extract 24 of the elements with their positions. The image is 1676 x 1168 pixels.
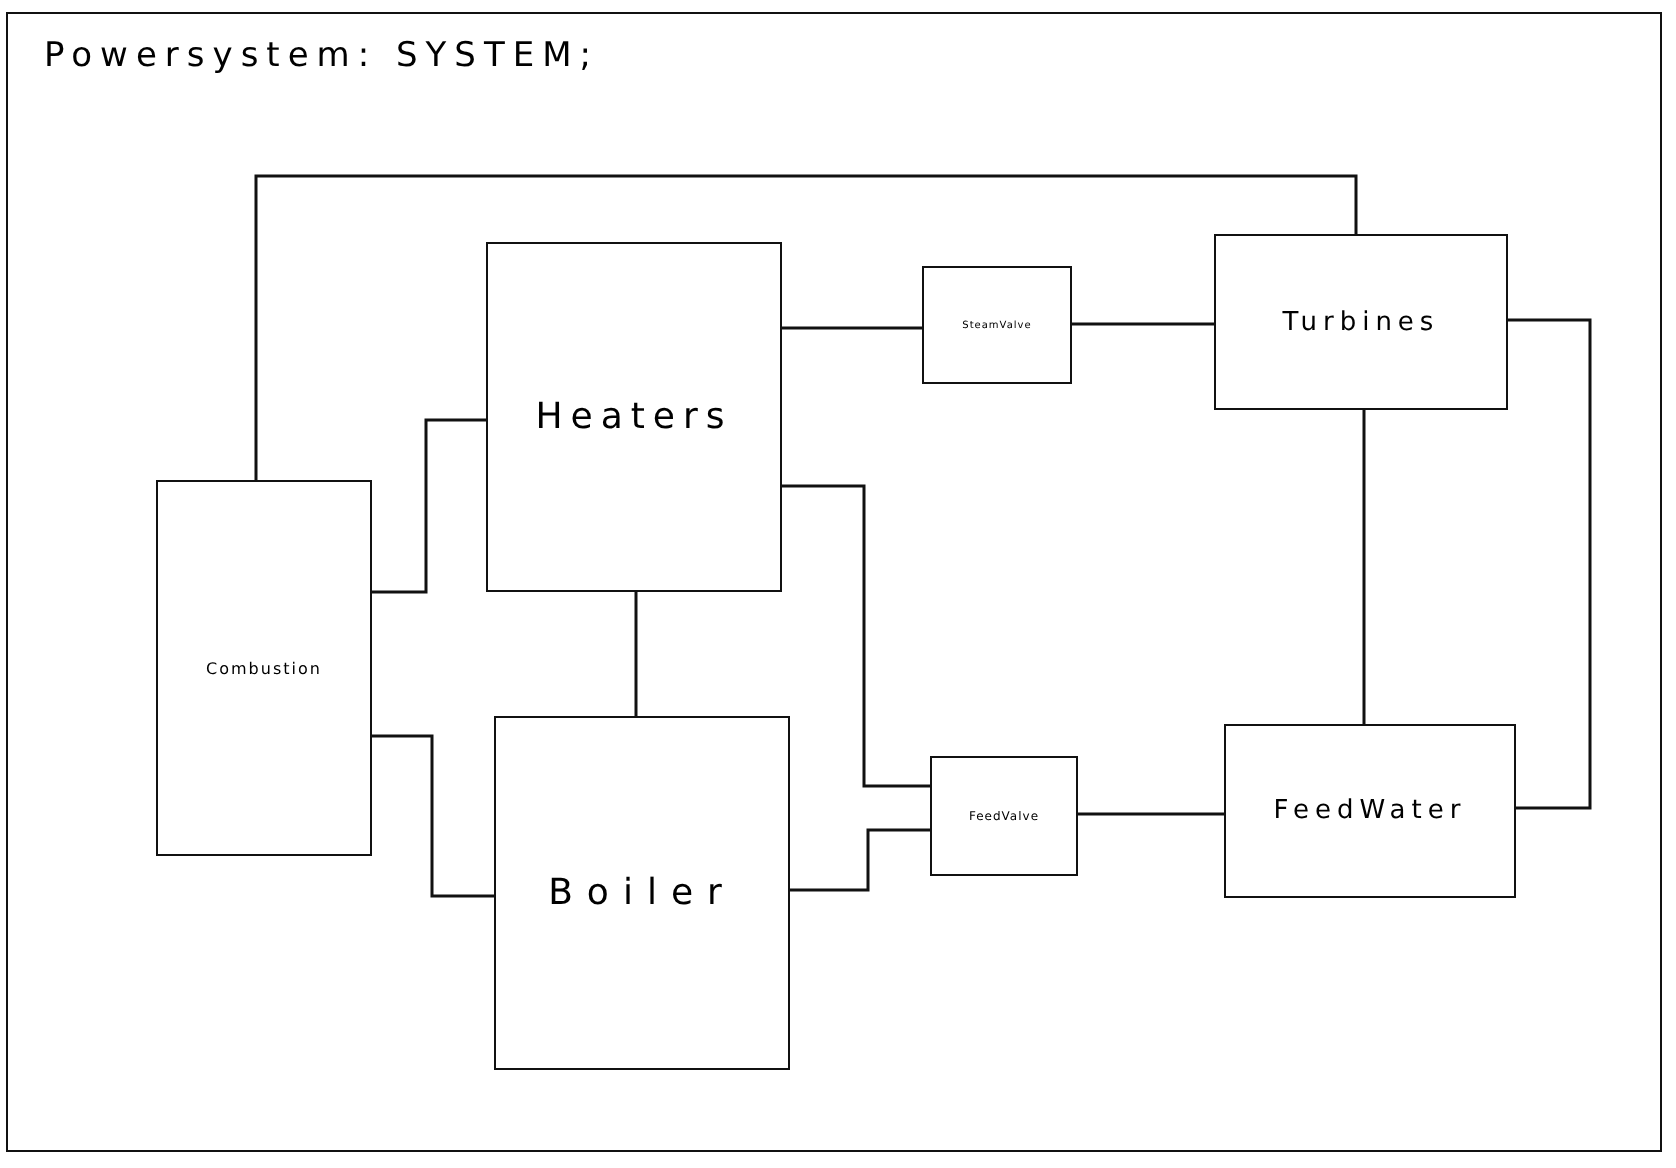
block-label: Combustion (206, 659, 322, 677)
block-box (494, 716, 790, 1070)
connector-line (254, 174, 1358, 480)
connector-line (1508, 318, 1592, 810)
block-label: FeedWater (1273, 796, 1467, 826)
block-box (1214, 234, 1508, 410)
connector-line (790, 828, 930, 892)
connector-line (372, 418, 486, 594)
connector-line (372, 734, 494, 898)
diagram-title: Powersystem: SYSTEM; (44, 36, 599, 76)
block-label: Heaters (535, 396, 733, 438)
connector-line (634, 592, 638, 716)
block-box (486, 242, 782, 592)
block-box (930, 756, 1078, 876)
connector-line (782, 484, 930, 788)
block-label: Turbines (1282, 307, 1440, 337)
block-label: Boiler (548, 872, 736, 914)
block-box (1224, 724, 1516, 898)
block-box (922, 266, 1072, 384)
block-box (156, 480, 372, 856)
connector-line (1078, 812, 1224, 816)
connector-line (1362, 410, 1366, 724)
connector-line (1072, 322, 1214, 326)
connector-line (782, 326, 922, 330)
